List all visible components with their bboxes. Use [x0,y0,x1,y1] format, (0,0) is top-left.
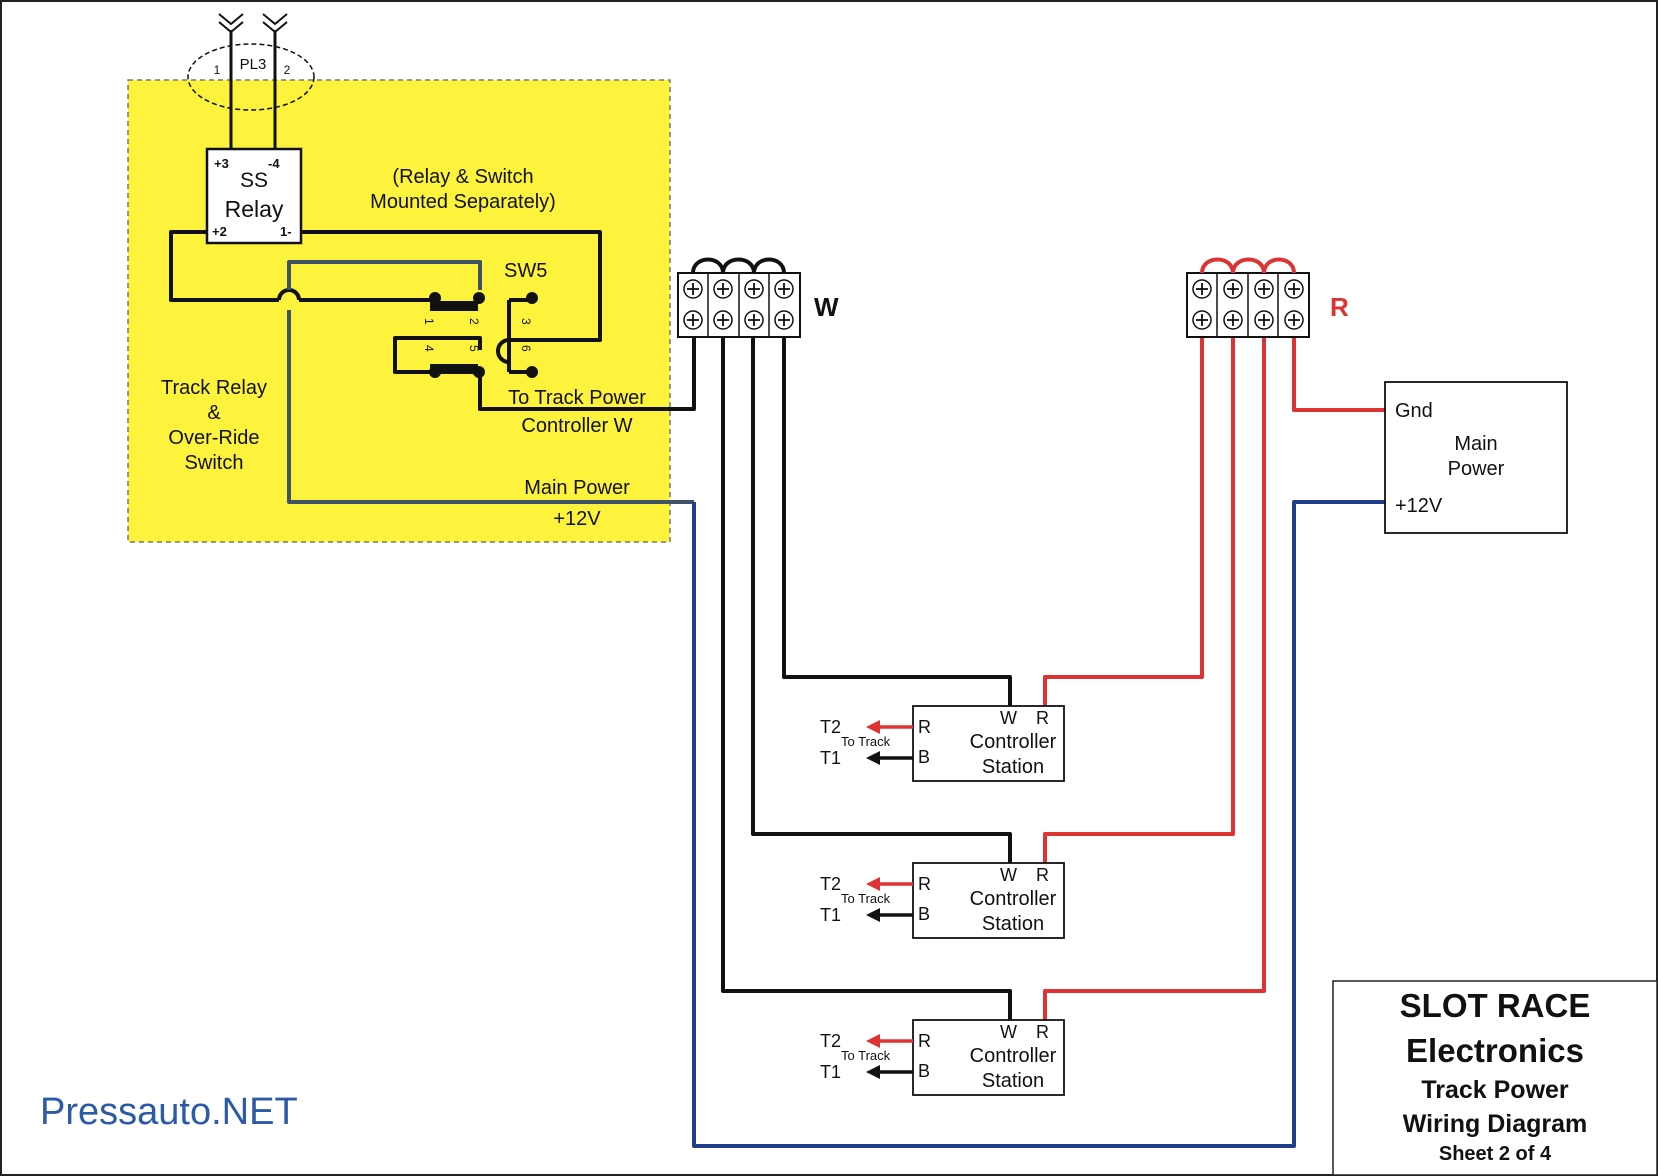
pl3-connector: PL3 1 2 [187,13,315,150]
panel-label-line2: & [207,402,221,424]
station-title1: Controller [970,731,1057,753]
main-power-left-line2: +12V [553,508,601,530]
station-in-b: B [918,1061,930,1081]
station-t2: T2 [820,1031,841,1051]
pl3-label: PL3 [240,56,267,73]
main-power-gnd: Gnd [1395,400,1433,422]
main-power-title1: Main [1454,433,1497,455]
station-title1: Controller [970,888,1057,910]
title-line5: Sheet 2 of 4 [1439,1143,1552,1165]
relay-pin-plus2: +2 [212,224,227,239]
station-r-label: R [1036,1022,1049,1042]
relay-note-line2: Mounted Separately) [370,191,556,213]
sw5-pin-5: 5 [467,345,481,352]
arrow-left-icon [866,877,880,891]
station-to-track: To Track [841,1048,891,1063]
station-w-label: W [1000,1022,1017,1042]
controller-station-1: W R Controller Station R B T2 To Track T… [820,705,1065,782]
title-line1: SLOT RACE [1400,987,1591,1024]
sw5-pin-3: 3 [519,318,533,325]
pl3-pin-1: 1 [214,63,221,77]
sw5-switch: SW5 1 2 3 4 5 6 [422,260,547,378]
sw5-pin-2: 2 [467,318,481,325]
station-title2: Station [982,1070,1044,1092]
panel-label-line3: Over-Ride [168,427,259,449]
sw5-pin-4: 4 [422,345,436,352]
arrow-left-icon [866,751,880,765]
station-in-r: R [918,874,931,894]
w-bus-wires [721,330,1012,1020]
station-t1: T1 [820,905,841,925]
terminal-strip-w: W [677,257,839,338]
title-line3: Track Power [1421,1076,1569,1104]
terminal-r-label: R [1330,292,1349,322]
station-title1: Controller [970,1045,1057,1067]
main-power-box: Gnd Main Power +12V [1384,381,1568,534]
relay-name-bottom: Relay [225,196,284,222]
sw5-pin-1: 1 [422,318,436,325]
ss-relay: SS Relay +3 -4 +2 1- [205,147,303,245]
relay-name-top: SS [240,169,268,192]
station-title2: Station [982,756,1044,778]
relay-pin-plus3: +3 [214,156,229,171]
station-t2: T2 [820,874,841,894]
blue-12v-bus [692,500,1385,1148]
watermark-text: Pressauto.NET [40,1091,298,1133]
arrow-feather-icon [218,13,288,34]
station-in-r: R [918,717,931,737]
main-power-plus12: +12V [1395,495,1443,517]
station-to-track: To Track [841,734,891,749]
terminal-strip-r: R [1186,257,1349,338]
station-t1: T1 [820,1062,841,1082]
title-line2: Electronics [1406,1032,1584,1069]
r-bus-wires [1043,330,1385,1020]
to-track-power-line2: Controller W [521,415,632,437]
arrow-left-icon [866,908,880,922]
station-w-label: W [1000,708,1017,728]
jumper-loops-w [691,257,786,274]
station-r-label: R [1036,708,1049,728]
terminal-w-label: W [814,292,839,322]
station-r-label: R [1036,865,1049,885]
station-in-b: B [918,747,930,767]
relay-pin-minus1: 1- [280,224,292,239]
title-line4: Wiring Diagram [1403,1110,1588,1138]
station-t2: T2 [820,717,841,737]
sw5-pin-6: 6 [519,345,533,352]
arrow-left-icon [866,720,880,734]
station-w-label: W [1000,865,1017,885]
main-power-wire-panel-down [287,310,694,504]
station-in-b: B [918,904,930,924]
main-power-left-line1: Main Power [524,477,630,499]
arrow-left-icon [866,1034,880,1048]
station-title2: Station [982,913,1044,935]
controller-station-2: W R Controller Station R B T2 To Track T… [820,862,1065,939]
pl3-pin-2: 2 [284,63,291,77]
arrow-left-icon [866,1065,880,1079]
panel-wires [169,230,696,411]
panel-label-line4: Switch [185,452,244,474]
main-power-title2: Power [1448,458,1505,480]
station-to-track: To Track [841,891,891,906]
relay-pin-minus4: -4 [268,156,280,171]
to-track-power-line1: To Track Power [508,387,646,409]
jumper-loops-r [1200,257,1296,274]
relay-note-line1: (Relay & Switch [392,166,533,188]
sw5-label: SW5 [504,260,547,282]
title-block: SLOT RACE Electronics Track Power Wiring… [1332,980,1658,1176]
station-in-r: R [918,1031,931,1051]
panel-label-line1: Track Relay [161,377,267,399]
main-power-wire-panel [287,260,482,290]
controller-station-3: W R Controller Station R B T2 To Track T… [820,1019,1065,1096]
station-t1: T1 [820,748,841,768]
